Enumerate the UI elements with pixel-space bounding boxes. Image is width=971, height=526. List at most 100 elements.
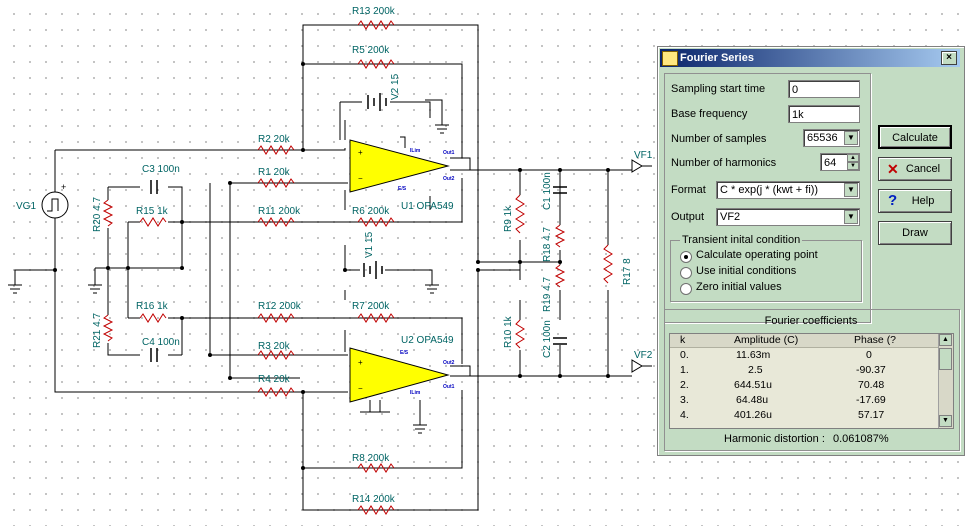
num-samples-select[interactable]: 65536 ▼ bbox=[803, 129, 860, 147]
dropdown-arrow-icon[interactable]: ▼ bbox=[844, 131, 858, 145]
label-r6: R6 200k bbox=[352, 206, 390, 217]
sampling-start-label: Sampling start time bbox=[671, 83, 766, 95]
label-r11: R11 200k bbox=[258, 206, 301, 217]
base-frequency-input[interactable]: 1k bbox=[788, 105, 860, 123]
label-r8: R8 200k bbox=[352, 453, 390, 464]
u2-opamp[interactable]: + − bbox=[349, 347, 450, 403]
calculate-button[interactable]: Calculate bbox=[878, 125, 952, 149]
table-row[interactable]: 1. 2.5 -90.37 bbox=[680, 364, 886, 376]
radio-zero-initial-label: Zero initial values bbox=[696, 281, 782, 293]
radio-calc-op-point-label: Calculate operating point bbox=[696, 249, 818, 261]
label-v1: V1 15 bbox=[364, 231, 375, 258]
svg-text:−: − bbox=[358, 174, 363, 183]
output-label: Output bbox=[671, 211, 705, 223]
format-value: C * exp(j * (kwt + fi)) bbox=[720, 184, 819, 196]
base-frequency-label: Base frequency bbox=[671, 108, 748, 120]
scroll-thumb[interactable] bbox=[939, 348, 952, 370]
close-button[interactable]: × bbox=[941, 51, 957, 65]
u1-opamp[interactable]: + − bbox=[349, 139, 450, 193]
schematic-drawing[interactable]: + + − + − ILim E/S Out1 Out2 E/S ILim Ou… bbox=[0, 0, 660, 526]
table-row[interactable]: 4. 401.26u 57.17 bbox=[680, 409, 885, 421]
sampling-start-input[interactable]: 0 bbox=[788, 80, 860, 98]
u2-es-pin: E/S bbox=[400, 350, 409, 356]
u2-out1-pin: Out1 bbox=[443, 384, 455, 390]
label-r17: R17 8 bbox=[622, 258, 633, 285]
output-value: VF2 bbox=[720, 211, 741, 223]
label-r4: R4 20k bbox=[258, 374, 291, 385]
num-harmonics-value: 64 bbox=[824, 157, 837, 169]
format-select[interactable]: C * exp(j * (kwt + fi)) ▼ bbox=[716, 181, 860, 199]
draw-button[interactable]: Draw bbox=[878, 221, 952, 245]
label-u1: U1 OPA549 bbox=[401, 201, 454, 212]
u2-out2-pin: Out2 bbox=[443, 360, 455, 366]
spin-up-icon[interactable]: ▲ bbox=[847, 154, 859, 162]
header-amplitude: Amplitude (C) bbox=[734, 334, 799, 346]
transient-legend: Transient inital condition bbox=[680, 234, 803, 246]
label-r9: R9 1k bbox=[503, 205, 514, 232]
capacitor-symbols bbox=[150, 180, 567, 362]
help-question-icon: ? bbox=[888, 192, 898, 209]
u1-out1-pin: Out1 bbox=[443, 150, 455, 156]
radio-calc-op-point[interactable] bbox=[680, 251, 692, 263]
table-header: k Amplitude (C) Phase (? bbox=[670, 334, 942, 348]
u1-out2-pin: Out2 bbox=[443, 176, 455, 182]
dialog-titlebar[interactable]: Fourier Series × bbox=[660, 49, 960, 67]
label-r2: R2 20k bbox=[258, 134, 291, 145]
header-k: k bbox=[680, 334, 686, 346]
label-r21: R21 4.7 bbox=[92, 313, 103, 348]
battery-symbols bbox=[363, 93, 387, 279]
header-phase: Phase (? bbox=[854, 334, 897, 346]
harmonic-distortion-value: 0.061087% bbox=[833, 433, 889, 445]
ground-symbols bbox=[8, 124, 449, 434]
resistor-symbols bbox=[102, 20, 613, 515]
wires bbox=[14, 24, 652, 511]
label-vf1: VF1 bbox=[634, 150, 653, 161]
label-r13: R13 200k bbox=[352, 6, 396, 17]
coefficients-table[interactable]: k Amplitude (C) Phase (? 0. 11.63m 0 1. … bbox=[669, 333, 954, 429]
table-row[interactable]: 0. 11.63m 0 bbox=[680, 349, 872, 361]
label-v2: V2 15 bbox=[390, 73, 401, 100]
label-c3: C3 100n bbox=[142, 164, 180, 175]
cancel-x-icon: ✕ bbox=[887, 161, 899, 177]
dropdown-arrow-icon[interactable]: ▼ bbox=[844, 210, 858, 224]
spin-down-icon[interactable]: ▼ bbox=[847, 162, 859, 170]
dropdown-arrow-icon[interactable]: ▼ bbox=[844, 183, 858, 197]
num-harmonics-label: Number of harmonics bbox=[671, 157, 777, 169]
table-row[interactable]: 3. 64.48u -17.69 bbox=[680, 394, 886, 406]
svg-text:+: + bbox=[61, 182, 66, 192]
label-r12: R12 200k bbox=[258, 301, 302, 312]
label-r10: R10 1k bbox=[503, 315, 514, 348]
scroll-down-icon[interactable]: ▼ bbox=[939, 415, 952, 427]
cancel-button[interactable]: ✕ Cancel bbox=[878, 157, 952, 181]
scroll-up-icon[interactable]: ▲ bbox=[939, 334, 952, 346]
label-r20: R20 4.7 bbox=[92, 197, 103, 232]
label-r19: R19 4.7 bbox=[542, 277, 553, 312]
label-r3: R3 20k bbox=[258, 341, 291, 352]
vg1-source[interactable]: + bbox=[41, 182, 69, 219]
u2-ilim-pin: ILim bbox=[410, 390, 421, 396]
output-select[interactable]: VF2 ▼ bbox=[716, 208, 860, 226]
label-r5: R5 200k bbox=[352, 45, 390, 56]
label-r15: R15 1k bbox=[136, 206, 169, 217]
label-vg1: VG1 bbox=[16, 201, 36, 212]
u1-es-pin: E/S bbox=[398, 186, 407, 192]
num-samples-value: 65536 bbox=[807, 132, 838, 144]
coefficients-group bbox=[664, 309, 960, 451]
junctions bbox=[53, 62, 610, 470]
fourier-series-dialog: Fourier Series × Sampling start time 0 B… bbox=[657, 46, 965, 456]
coefficients-legend: Fourier coefficients bbox=[764, 315, 858, 327]
svg-text:−: − bbox=[358, 384, 363, 393]
num-harmonics-spinner[interactable]: 64 ▲ ▼ bbox=[820, 153, 860, 171]
radio-use-initial[interactable] bbox=[680, 267, 692, 279]
label-u2: U2 OPA549 bbox=[401, 335, 454, 346]
label-r18: R18 4.7 bbox=[542, 227, 553, 262]
table-scrollbar[interactable]: ▲ ▼ bbox=[938, 334, 953, 428]
help-button[interactable]: ? Help bbox=[878, 189, 952, 213]
label-r1: R1 20k bbox=[258, 167, 291, 178]
dialog-title: Fourier Series bbox=[680, 52, 754, 64]
table-row[interactable]: 2. 644.51u 70.48 bbox=[680, 379, 885, 391]
label-c4: C4 100n bbox=[142, 337, 180, 348]
radio-zero-initial[interactable] bbox=[680, 283, 692, 295]
label-r7: R7 200k bbox=[352, 301, 390, 312]
parameters-group bbox=[664, 73, 871, 323]
